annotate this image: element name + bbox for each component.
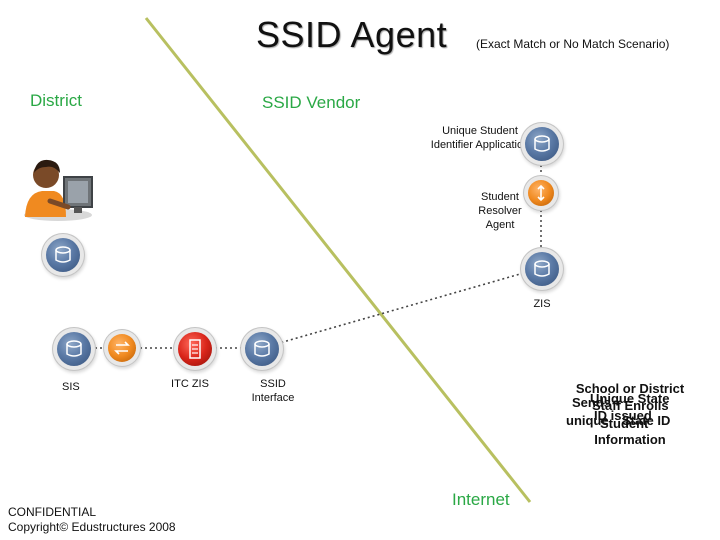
overlap-sends-text: Sends xyxy=(572,395,612,410)
district-label: District xyxy=(30,91,82,110)
overlap-unique-state-text: Unique State xyxy=(590,391,670,406)
resolver-agent-icon xyxy=(528,180,554,206)
overlap-unique-text: unique xyxy=(566,413,609,428)
resolver-agent-label: Student Resolver Agent xyxy=(478,191,522,231)
vendor-zis-label: ZIS xyxy=(533,298,551,310)
sis-label: SIS xyxy=(62,381,80,393)
internet-label: Internet xyxy=(452,490,510,509)
ssid-vendor-label: SSID Vendor xyxy=(262,93,361,112)
person-at-computer-icon xyxy=(20,155,95,223)
overlap-staff-enrolls-text: Staff Enrolls xyxy=(592,398,669,413)
vendor-zis-database-icon xyxy=(525,252,559,286)
diagram-title: SSID Agent xyxy=(256,14,448,55)
sync-arrows-icon xyxy=(108,334,136,362)
dotted-connection-main xyxy=(261,267,542,349)
school-district-label: School or District xyxy=(575,381,685,396)
diagram-subtitle: (Exact Match or No Match Scenario) xyxy=(476,37,670,51)
information-text: Information xyxy=(594,432,666,447)
internet-divider-line xyxy=(144,17,532,503)
overlap-student-text: Student xyxy=(600,416,649,431)
overlap-id-issued-text: ID issued xyxy=(594,408,652,423)
ssid-interface-database-icon xyxy=(245,332,279,366)
district-database-icon xyxy=(46,238,80,272)
sis-database-icon xyxy=(57,332,91,366)
overlap-state-id-text: State ID xyxy=(622,413,671,428)
itc-zis-server-icon xyxy=(178,332,212,366)
confidential-label: CONFIDENTIAL xyxy=(8,505,97,519)
itc-zis-label: ITC ZIS xyxy=(171,378,209,390)
ssid-interface-label: SSID Interface xyxy=(251,378,295,404)
unique-student-app-label: Unique Student Identifier Application xyxy=(430,125,530,151)
unique-student-app-database-icon xyxy=(525,127,559,161)
copyright-label: Copyright© Edustructures 2008 xyxy=(8,520,176,534)
